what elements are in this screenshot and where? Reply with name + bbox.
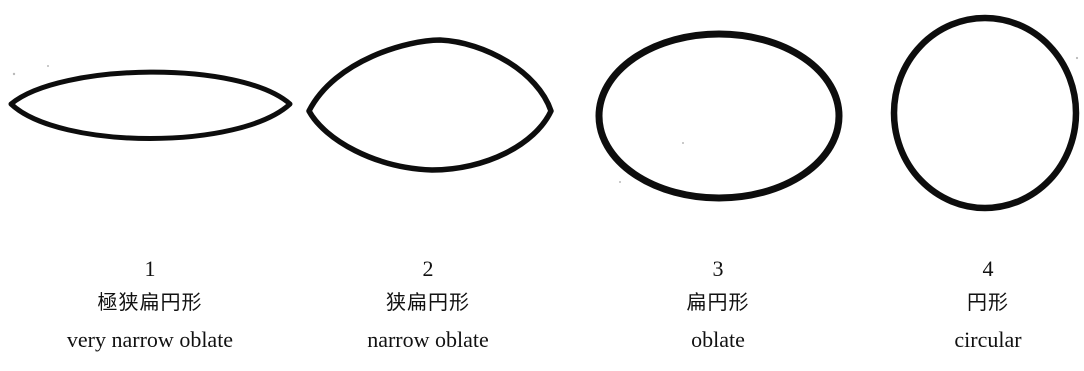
pointed-ellipse-outline-icon [306, 37, 554, 173]
shape-label-english: oblate [691, 327, 745, 352]
scan-speck [1075, 56, 1079, 60]
shape-1-outline [8, 65, 293, 141]
shape-label-english: circular [954, 327, 1022, 352]
shape-number: 1 [144, 256, 156, 281]
shape-2-caption: 2 狭扁円形 narrow oblate [313, 254, 543, 360]
scan-speck [12, 72, 16, 76]
shape-3-caption: 3 扁円形 oblate [603, 254, 833, 360]
shape-outlines [8, 14, 1080, 212]
shape-label-japanese: 扁円形 [686, 290, 750, 314]
scan-speck [682, 142, 684, 144]
scan-speck [47, 65, 49, 67]
pointed-lens-outline-icon [8, 69, 293, 141]
shape-label-english: very narrow oblate [66, 327, 234, 352]
ellipse-outline-icon [595, 30, 843, 202]
shape-label-japanese: 極狭扁円形 [97, 290, 203, 314]
shape-1-caption: 1 極狭扁円形 very narrow oblate [35, 254, 265, 360]
circle-outline-icon [890, 14, 1080, 212]
shape-4-outline [890, 14, 1080, 212]
scan-speck [619, 181, 621, 183]
shape-number: 2 [422, 256, 434, 281]
shape-number: 3 [712, 256, 724, 281]
shape-label-english: narrow oblate [367, 327, 489, 352]
shape-2-outline [306, 37, 554, 173]
shape-3-outline [595, 30, 843, 202]
shape-label-japanese: 円形 [967, 290, 1009, 314]
shape-number: 4 [982, 256, 994, 281]
shape-label-japanese: 狭扁円形 [386, 290, 470, 314]
shape-4-caption: 4 円形 circular [873, 254, 1084, 360]
